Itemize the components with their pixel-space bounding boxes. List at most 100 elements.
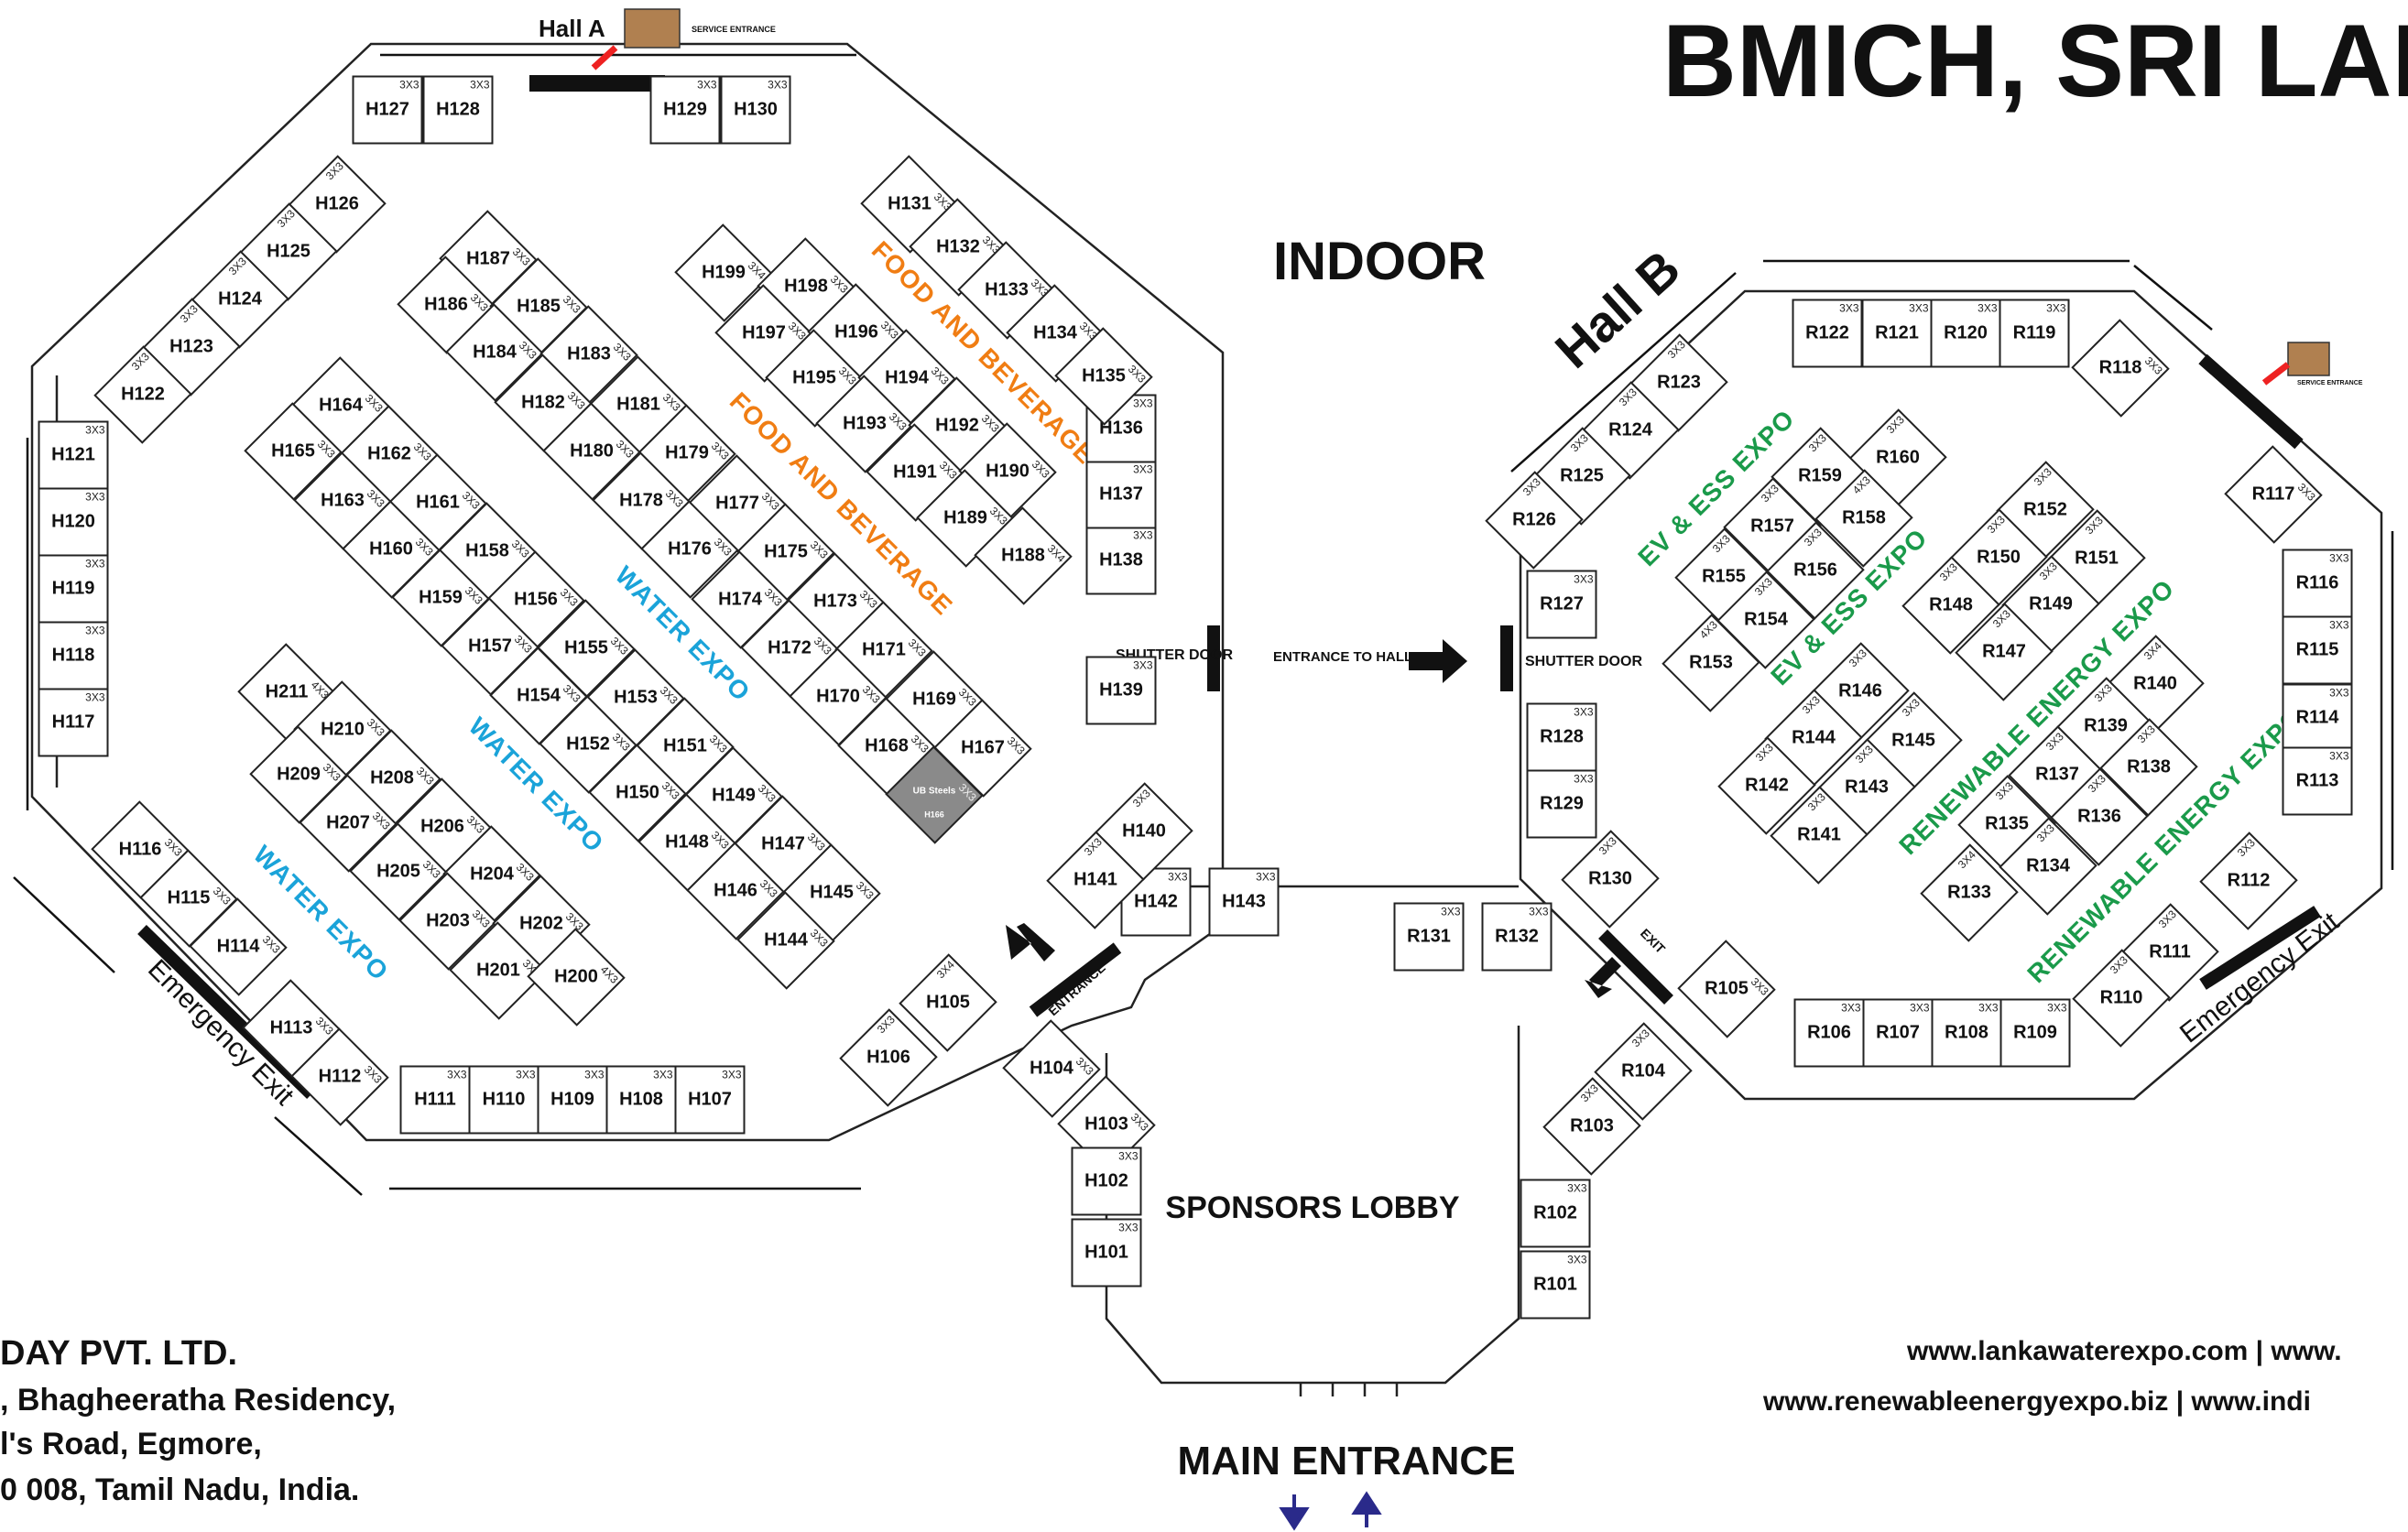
website-line-1[interactable]: www.lankawaterexpo.com | www. (1906, 1336, 2342, 1366)
booth-id-label: H178 (619, 490, 663, 510)
website-line-2[interactable]: www.renewableenergyexpo.biz | www.indi (1762, 1386, 2311, 1417)
shutter-door-b (1500, 625, 1513, 691)
